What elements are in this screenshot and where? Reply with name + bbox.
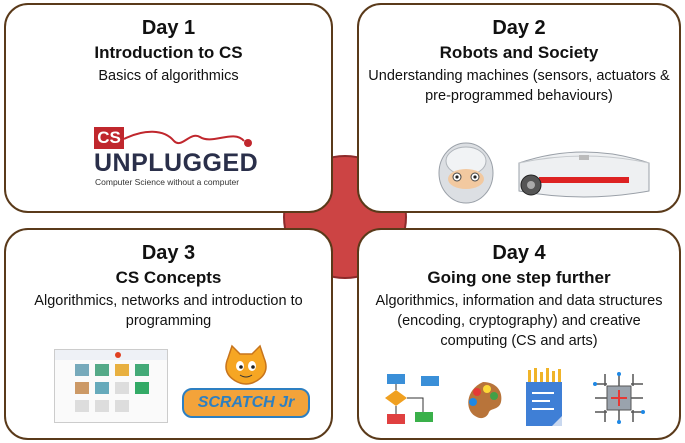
binary-document-icon (526, 368, 562, 426)
unplugged-cable-icon (124, 130, 252, 147)
day-4-card: Day 4 Going one step further Algorithmic… (357, 228, 681, 440)
circuit-chip-icon (593, 372, 645, 424)
day-4-title: Going one step further (427, 268, 611, 287)
scratch-jr-logo: SCRATCH Jr (182, 388, 310, 418)
thymio-robot-image (518, 151, 650, 198)
scratch-editor-screenshot (54, 349, 168, 423)
day-2-title: Robots and Society (439, 43, 599, 62)
cs-badge: CS (94, 127, 124, 149)
paint-palette-icon (468, 382, 502, 419)
day-1-card: Day 1 Introduction to CS Basics of algor… (4, 3, 333, 213)
day-2-description: Understanding machines (sensors, actuato… (368, 68, 670, 104)
day-3-title: CS Concepts (115, 268, 222, 287)
day-3-label: Day 3 (141, 242, 196, 264)
day-4-label: Day 4 (492, 242, 546, 264)
day-4-description: Algorithmics, information and data struc… (375, 293, 663, 349)
day-2-card: Day 2 Robots and Society Understanding m… (357, 3, 681, 213)
unplugged-wordmark: UNPLUGGED (94, 149, 259, 177)
day-3-card: Day 3 CS Concepts Algorithmics, networks… (4, 228, 333, 440)
scratch-cat-icon (225, 344, 267, 385)
day-2-label: Day 2 (492, 17, 546, 39)
day-1-label: Day 1 (141, 17, 196, 39)
flowchart-icon (385, 374, 439, 424)
unplugged-tagline: Computer Science without a computer (95, 177, 240, 187)
cs-unplugged-logo: CS UNPLUGGED Computer Science without a … (94, 127, 264, 187)
day-1-description: Basics of algorithmics (98, 68, 239, 84)
day-1-title: Introduction to CS (94, 43, 243, 62)
day-3-description: Algorithmics, networks and introduction … (34, 293, 303, 329)
blue-bot-robot-image (438, 142, 494, 204)
